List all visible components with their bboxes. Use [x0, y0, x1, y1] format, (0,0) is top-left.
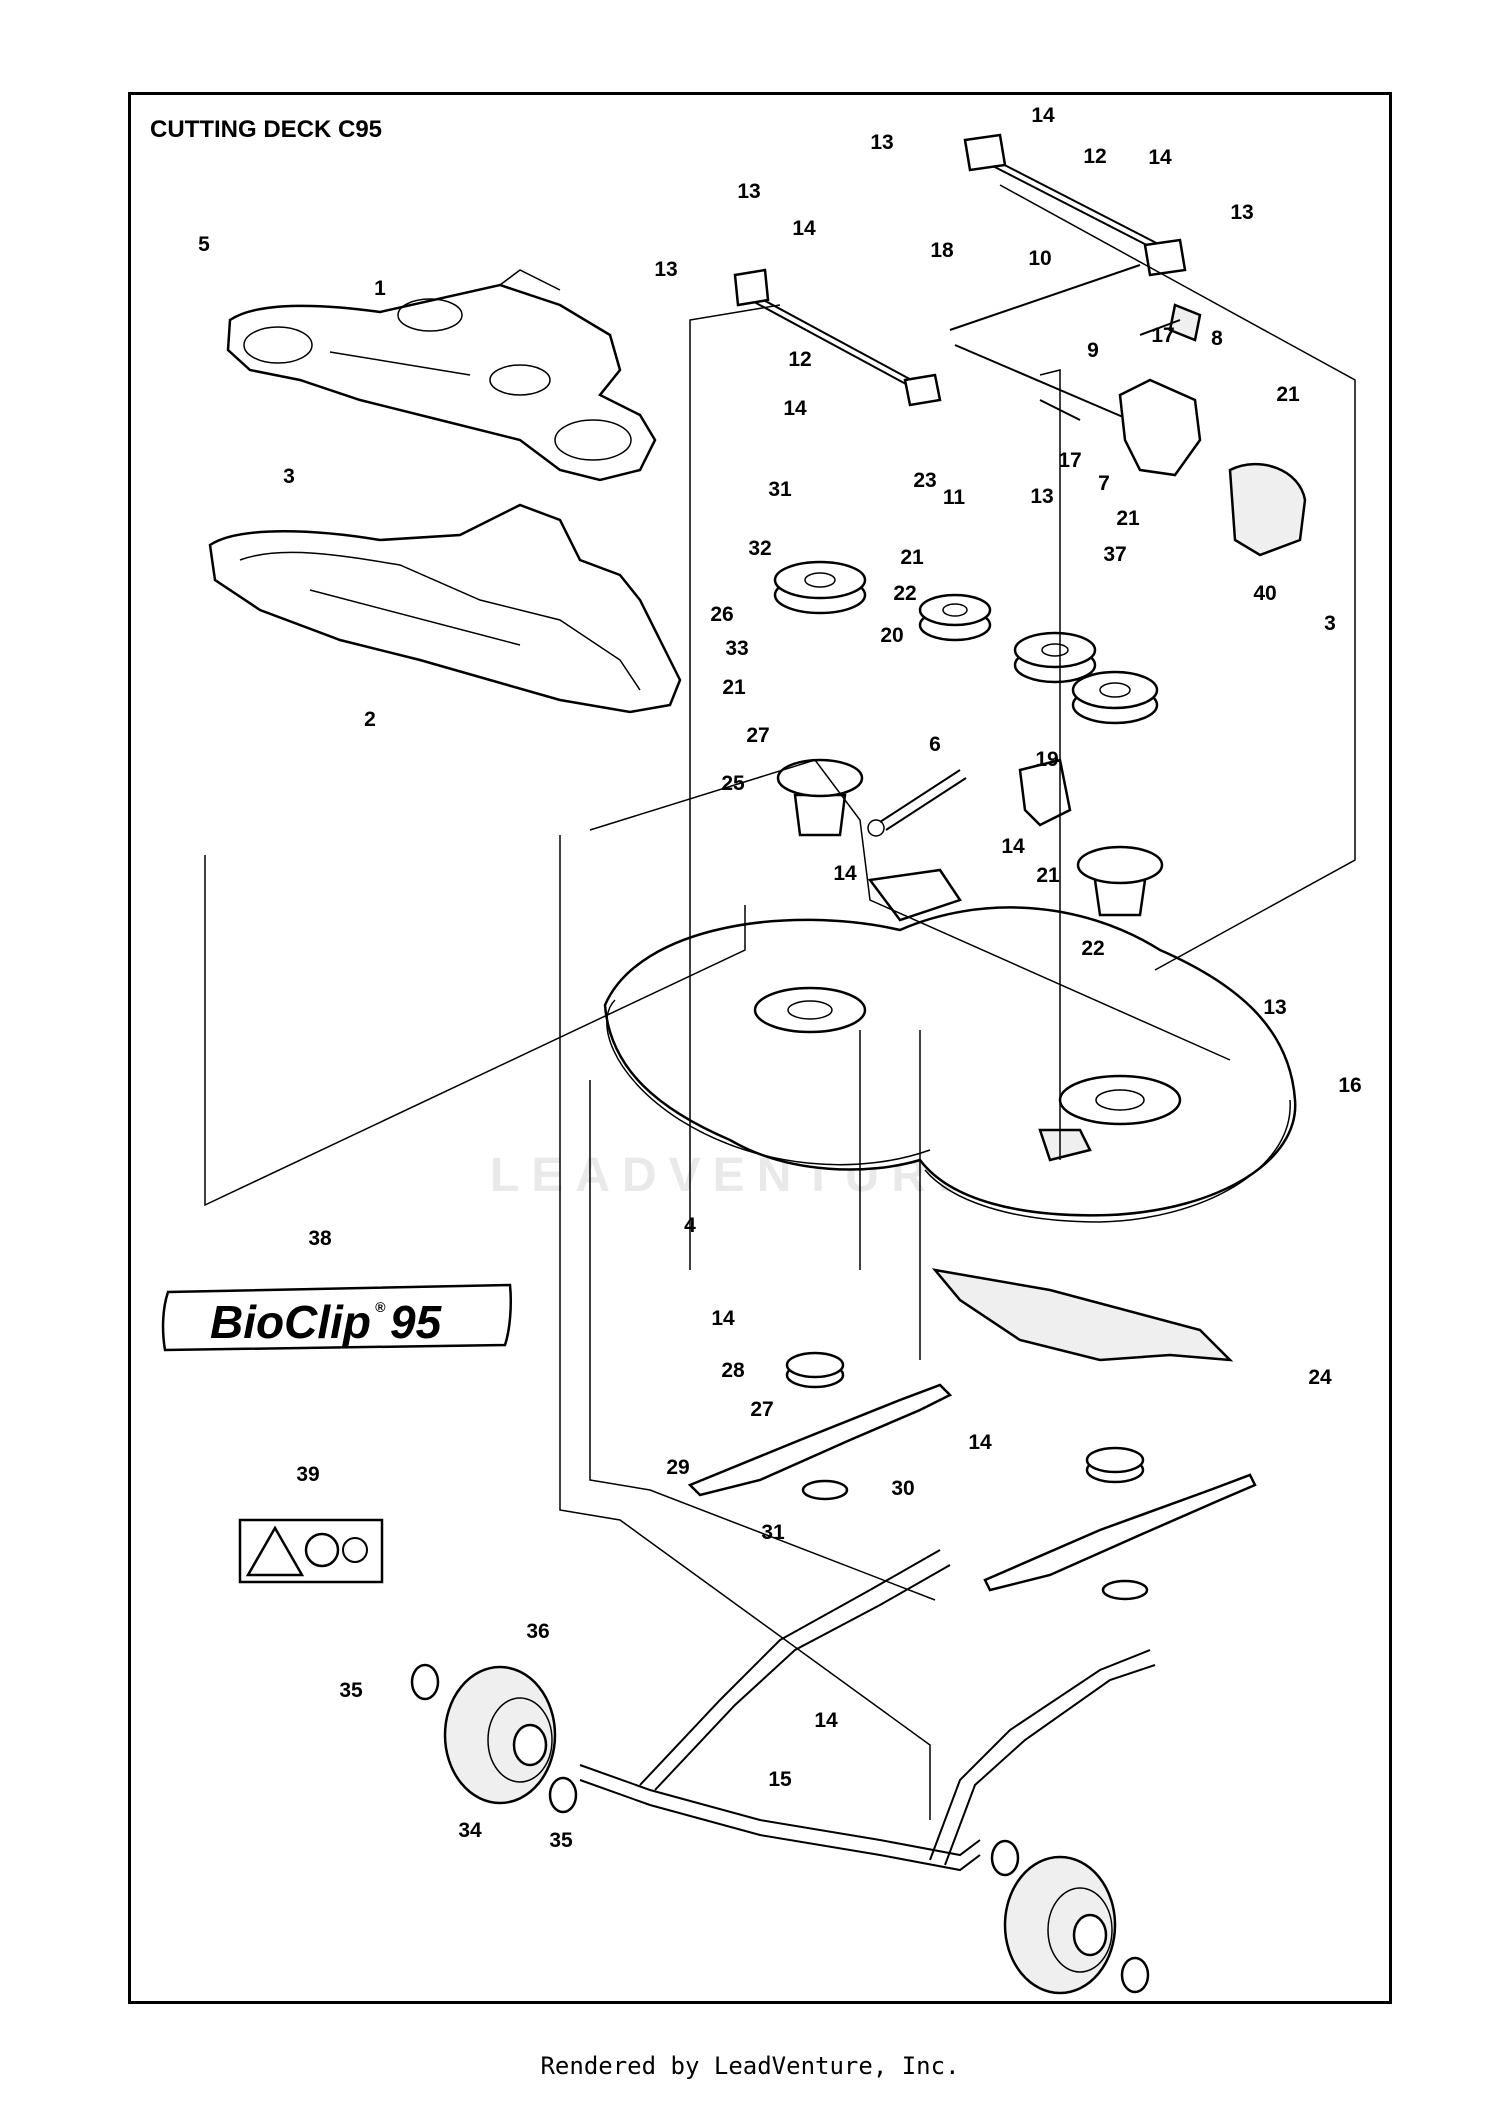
callout-label: 13	[1230, 201, 1253, 224]
callout-label: 14	[711, 1307, 735, 1330]
callout-label: 4	[684, 1214, 696, 1237]
badge-brand: BioClip	[210, 1296, 371, 1348]
callout-label: 26	[710, 603, 733, 626]
callout-label: 36	[526, 1620, 549, 1643]
callout-label: 7	[1098, 472, 1110, 495]
callout-label: 21	[1036, 864, 1060, 887]
diagram-title: CUTTING DECK C95	[150, 116, 383, 143]
callout-label: 19	[1035, 748, 1058, 771]
callout-label: 34	[458, 1819, 482, 1842]
callout-label: 28	[721, 1359, 745, 1382]
callout-label: 14	[783, 397, 807, 420]
callout-label: 40	[1253, 582, 1276, 605]
callout-label: 14	[968, 1431, 992, 1454]
callout-label: 31	[768, 478, 792, 501]
callout-label: 12	[788, 348, 811, 371]
footer-credit: Rendered by LeadVenture, Inc.	[540, 2052, 960, 2080]
callout-label: 14	[1001, 835, 1025, 858]
callout-label: 13	[654, 258, 677, 281]
badge-model: 95	[390, 1296, 443, 1348]
callout-label: 6	[929, 733, 941, 756]
part-lower-cover	[208, 503, 682, 714]
warning-no-hands-icon	[304, 1532, 340, 1568]
callout-label: 35	[339, 1679, 363, 1702]
diagram-frame	[128, 92, 1392, 2004]
callout-label: 25	[721, 772, 745, 795]
callout-label: 11	[943, 486, 966, 509]
part-blade-left	[687, 1383, 953, 1497]
callout-label: 10	[1028, 247, 1051, 270]
callout-label: 18	[930, 239, 954, 262]
callout-label: 22	[1081, 937, 1104, 960]
callout-label: 31	[761, 1521, 785, 1544]
callout-label: 12	[1083, 145, 1106, 168]
callout-label: 15	[768, 1768, 792, 1791]
callout-label: 38	[308, 1227, 332, 1250]
callout-label: 27	[746, 724, 769, 747]
callout-label: 22	[893, 582, 916, 605]
callout-label: 14	[1148, 146, 1172, 169]
callout-label: 14	[833, 862, 857, 885]
callout-label: 5	[198, 233, 210, 256]
callout-label: 1	[374, 277, 386, 300]
callout-label: 20	[880, 624, 903, 647]
callout-label: 35	[549, 1829, 573, 1852]
callout-label: 13	[737, 180, 760, 203]
callout-label: 21	[900, 546, 924, 569]
part-cutting-deck	[603, 906, 1297, 1217]
callout-label: 13	[1030, 485, 1053, 508]
part-blade-right	[983, 1473, 1257, 1592]
callout-label: 8	[1211, 327, 1223, 350]
callout-label: 21	[1276, 383, 1300, 406]
callout-label: 3	[283, 465, 295, 488]
part-baffle	[931, 1268, 1234, 1362]
callout-label: 2	[364, 708, 376, 731]
callout-label: 29	[666, 1456, 689, 1479]
part-wheel-left	[443, 1665, 557, 1805]
callout-label: 24	[1308, 1366, 1332, 1389]
callout-label: 14	[814, 1709, 838, 1732]
warning-triangle-icon	[245, 1525, 305, 1577]
part-wheel-right	[1003, 1855, 1117, 1995]
callout-label: 13	[870, 131, 893, 154]
callout-label: 9	[1087, 339, 1099, 362]
callout-label: 32	[748, 537, 771, 560]
badge-38	[161, 1283, 513, 1352]
callout-label: 3	[1324, 612, 1336, 635]
part-upper-cover	[226, 283, 657, 482]
callout-label: 27	[750, 1398, 773, 1421]
callout-label: 17	[1058, 449, 1081, 472]
callout-label: 21	[1116, 507, 1140, 530]
callout-label: 17	[1151, 324, 1174, 347]
callout-label: 16	[1338, 1074, 1361, 1097]
callout-label: 30	[891, 1477, 914, 1500]
badge-registered-mark: ®	[375, 1299, 386, 1315]
callout-label: 21	[722, 676, 746, 699]
callout-label: 14	[792, 217, 816, 240]
callout-label: 39	[296, 1463, 319, 1486]
callout-label: 14	[1031, 104, 1055, 127]
callout-label: 37	[1103, 543, 1126, 566]
callout-label: 33	[725, 637, 748, 660]
warning-rotation-icon	[342, 1537, 368, 1563]
callout-label: 13	[1263, 996, 1286, 1019]
callout-label: 23	[913, 469, 936, 492]
